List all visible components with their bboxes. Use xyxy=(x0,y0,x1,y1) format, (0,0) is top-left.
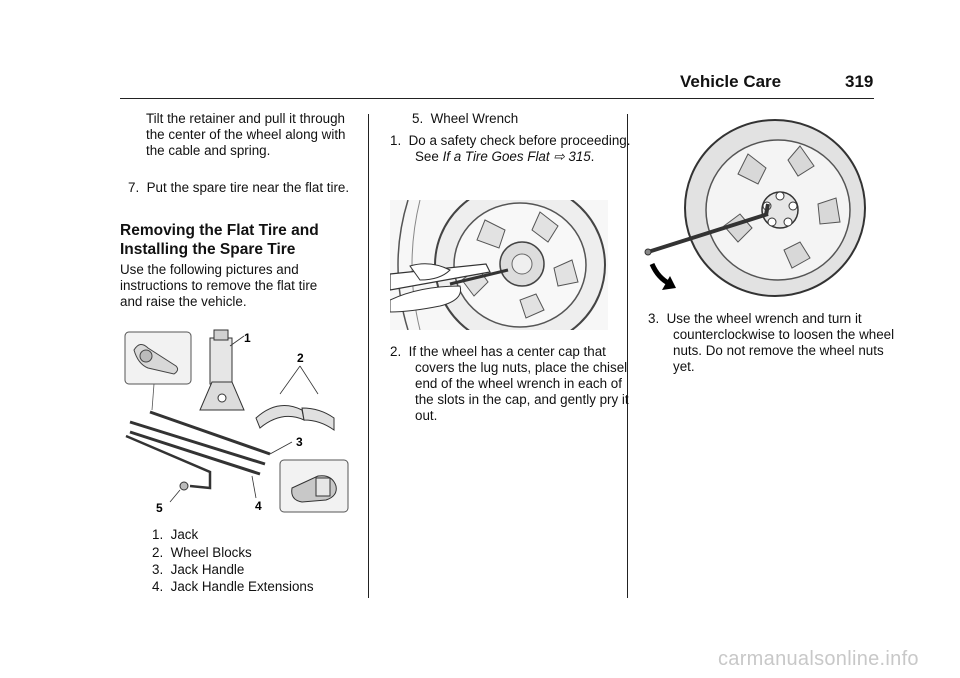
loosen-wheel-nuts-illustration xyxy=(644,119,866,297)
step-1: 1. Do a safety check before proceeding. … xyxy=(390,133,631,164)
tool-item-4: 4. Jack Handle Extensions xyxy=(152,579,314,594)
step-text: If the wheel has a center cap that cover… xyxy=(408,344,629,423)
step-text: Do a safety check before proceeding. See xyxy=(408,133,631,164)
wheel-blocks-drawing xyxy=(255,405,335,431)
step-number: 3. xyxy=(648,311,660,326)
callout-4: 4 xyxy=(255,499,262,513)
step-number: 1. xyxy=(390,133,402,148)
tool-item-2: 2. Wheel Blocks xyxy=(152,545,252,560)
step-7: 7. Put the spare tire near the flat tire… xyxy=(128,180,353,196)
cross-reference-link[interactable]: If a Tire Goes Flat xyxy=(442,149,550,164)
step-2: 2. If the wheel has a center cap that co… xyxy=(390,344,641,424)
callout-2: 2 xyxy=(297,351,304,365)
callout-3: 3 xyxy=(296,435,303,449)
callout-5: 5 xyxy=(156,501,163,515)
page-ref-arrow-icon: ⇨ xyxy=(553,149,565,164)
section-heading: Removing the Flat Tire and Installing th… xyxy=(120,222,319,258)
column-divider-2 xyxy=(627,114,628,598)
step-number: 7. xyxy=(128,180,140,195)
step-text: Put the spare tire near the flat tire. xyxy=(146,180,350,195)
column-divider-1 xyxy=(368,114,369,598)
jack-tools-illustration: 1 2 3 4 5 xyxy=(124,329,349,515)
intro-paragraph: Use the following pictures and instructi… xyxy=(120,262,318,309)
callout-1: 1 xyxy=(244,331,251,345)
pry-center-cap-illustration xyxy=(390,200,608,330)
page-number: 319 xyxy=(845,72,874,91)
watermark-text: carmanualsonline.info xyxy=(718,648,919,670)
tool-item-3: 3. Jack Handle xyxy=(152,562,245,577)
tool-item-1: 1. Jack xyxy=(152,527,199,542)
step-3: 3. Use the wheel wrench and turn it coun… xyxy=(648,311,899,375)
page-ref-number[interactable]: 315 xyxy=(568,149,591,164)
step-text: Use the wheel wrench and turn it counter… xyxy=(666,311,895,374)
step-number: 2. xyxy=(390,344,402,359)
tool-item-5: 5. Wheel Wrench xyxy=(412,111,519,126)
header-rule xyxy=(120,98,874,99)
retainer-instruction: Tilt the retainer and pull it through th… xyxy=(146,111,346,158)
jack-drawing xyxy=(199,329,245,411)
section-title: Vehicle Care xyxy=(680,72,782,91)
